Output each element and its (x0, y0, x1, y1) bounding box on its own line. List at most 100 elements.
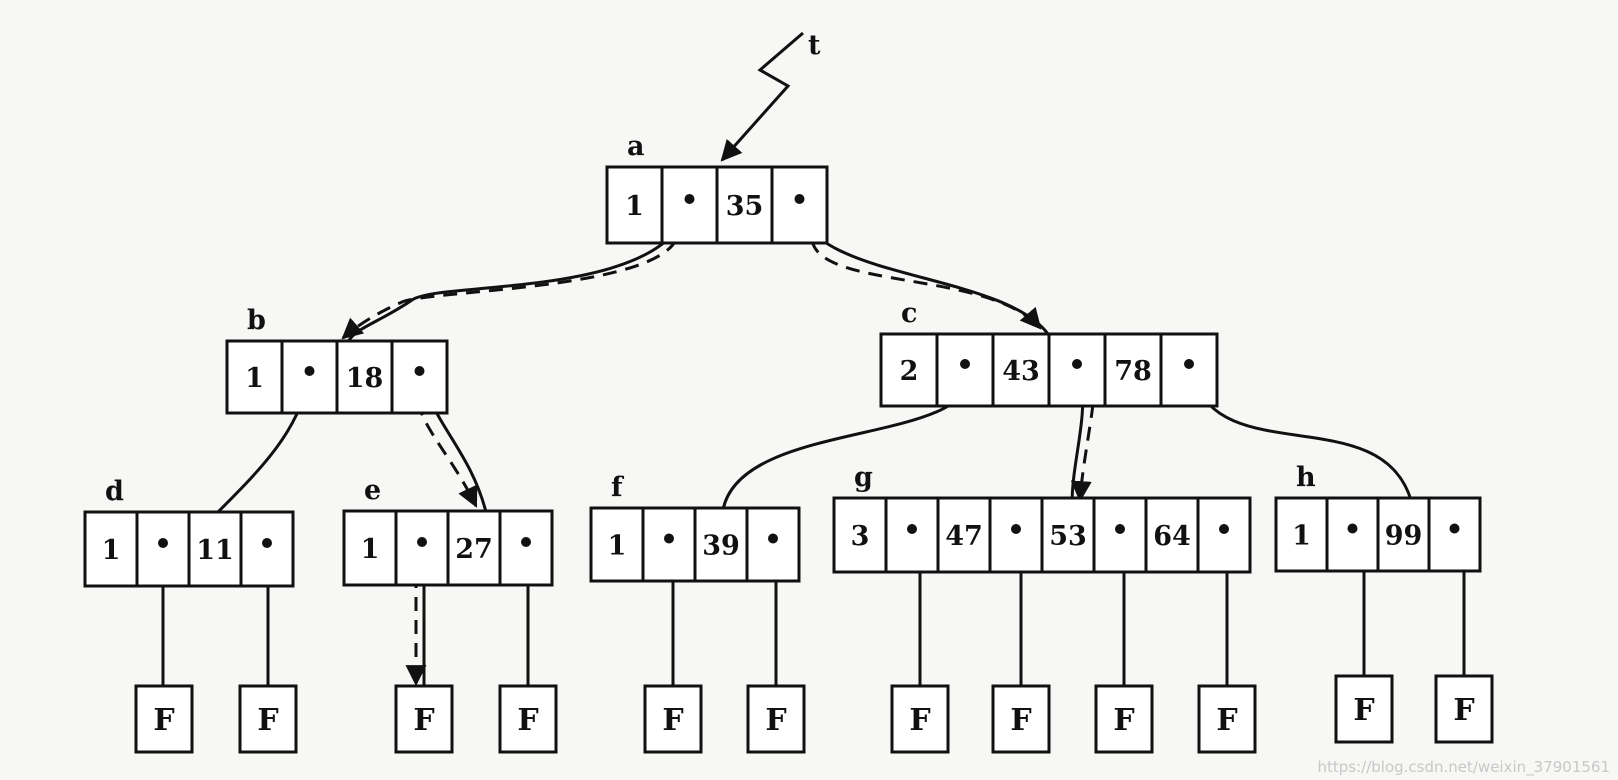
key-value-d: 11 (196, 535, 234, 566)
leaf-box (238, 684, 298, 754)
key-value-f: 39 (702, 531, 740, 562)
key-cell (1040, 496, 1096, 574)
pointer-cell (394, 509, 450, 587)
pointer-cell (770, 165, 829, 245)
node-label-d: d (105, 476, 124, 507)
pointer-dot (768, 533, 778, 544)
leaf-label: F (257, 703, 278, 738)
pointer-cell (660, 165, 719, 245)
key-value-g: 53 (1049, 521, 1087, 552)
leaf-label: F (1353, 693, 1374, 728)
count-cell (83, 510, 139, 588)
pointer-dot (907, 524, 917, 534)
key-count-h: 1 (1292, 521, 1311, 552)
pointer-cell (1159, 332, 1219, 408)
leaf-box (1334, 674, 1394, 744)
key-value-g: 64 (1153, 521, 1191, 552)
key-count-b: 1 (245, 363, 264, 394)
node-label-f: f (611, 472, 625, 503)
pointer-cell (988, 496, 1044, 574)
watermark: https://blog.csdn.net/weixin_37901561 (1317, 758, 1610, 776)
pointer-dot (521, 537, 531, 547)
pointer-dot (684, 194, 695, 204)
pointer-dot (417, 537, 427, 547)
key-value-c: 78 (1114, 356, 1152, 387)
key-cell (715, 165, 774, 245)
leaf-label: F (413, 703, 434, 738)
pointer-dot (262, 538, 272, 548)
key-cell (693, 506, 749, 583)
leaf-node: F (746, 684, 806, 754)
pointer-cell (1427, 496, 1482, 573)
leaf-node: F (991, 684, 1051, 754)
leaf-box (1094, 684, 1154, 754)
pointer-cell (641, 506, 697, 583)
edge-a-b (346, 201, 692, 343)
pointer-dot (794, 194, 805, 204)
leaf-node: F (643, 684, 703, 754)
pointer-cell (390, 339, 449, 415)
node-label-b: b (247, 305, 266, 336)
leaf-box (746, 684, 806, 754)
pointer-dot (1219, 524, 1229, 534)
pointer-cell (1047, 332, 1107, 408)
leaf-node: F (238, 684, 298, 754)
pointer-cell (135, 510, 191, 588)
node-label-h: h (1296, 462, 1316, 493)
pointer-dot (1184, 359, 1194, 369)
leaf-box (134, 684, 194, 754)
key-count-c: 2 (900, 356, 919, 387)
leaf-label: F (517, 703, 538, 738)
leaf-box (498, 684, 558, 754)
leaf-label: F (662, 703, 683, 738)
node-a: a 1 35 (605, 131, 829, 245)
count-cell (879, 332, 939, 408)
key-cell (446, 509, 502, 587)
trace-b-e (416, 401, 478, 508)
leaf-label: F (1113, 703, 1134, 738)
trace-a-c (810, 239, 1042, 330)
key-count-a: 1 (625, 191, 644, 222)
pointer-cell (239, 510, 295, 588)
leaf-label: F (1010, 703, 1031, 738)
count-cell (225, 339, 284, 415)
leaf-label: F (1216, 703, 1237, 738)
key-count-d: 1 (102, 535, 121, 566)
pointer-dot (960, 359, 970, 369)
root-pointer: t (720, 30, 821, 162)
leaf-box (991, 684, 1051, 754)
leaf-node: F (1334, 674, 1394, 744)
leaf-node: F (394, 684, 454, 754)
leaf-box (643, 684, 703, 754)
pointer-cell (498, 509, 554, 587)
trace-c-g (1070, 403, 1095, 503)
pointer-dot (1115, 524, 1125, 534)
count-cell (589, 506, 645, 583)
key-cell (991, 332, 1051, 408)
node-label-c: c (901, 298, 917, 329)
root-label: t (808, 30, 821, 61)
node-label-g: g (854, 462, 873, 493)
key-value-b: 18 (346, 363, 384, 394)
node-b: b 1 18 (225, 305, 449, 415)
leaf-node: F (1094, 684, 1154, 754)
leaf-node: F (890, 684, 950, 754)
pointer-cell (1196, 496, 1252, 574)
leaf-node: F (134, 684, 194, 754)
pointer-cell (1325, 496, 1380, 573)
key-cell (1376, 496, 1431, 573)
pointer-cell (884, 496, 940, 574)
key-value-a: 35 (726, 191, 764, 222)
leaf-box (394, 684, 454, 754)
leaf-label: F (765, 703, 786, 738)
leaf-node: F (498, 684, 558, 754)
node-label-a: a (627, 131, 645, 162)
leaf-box (890, 684, 950, 754)
